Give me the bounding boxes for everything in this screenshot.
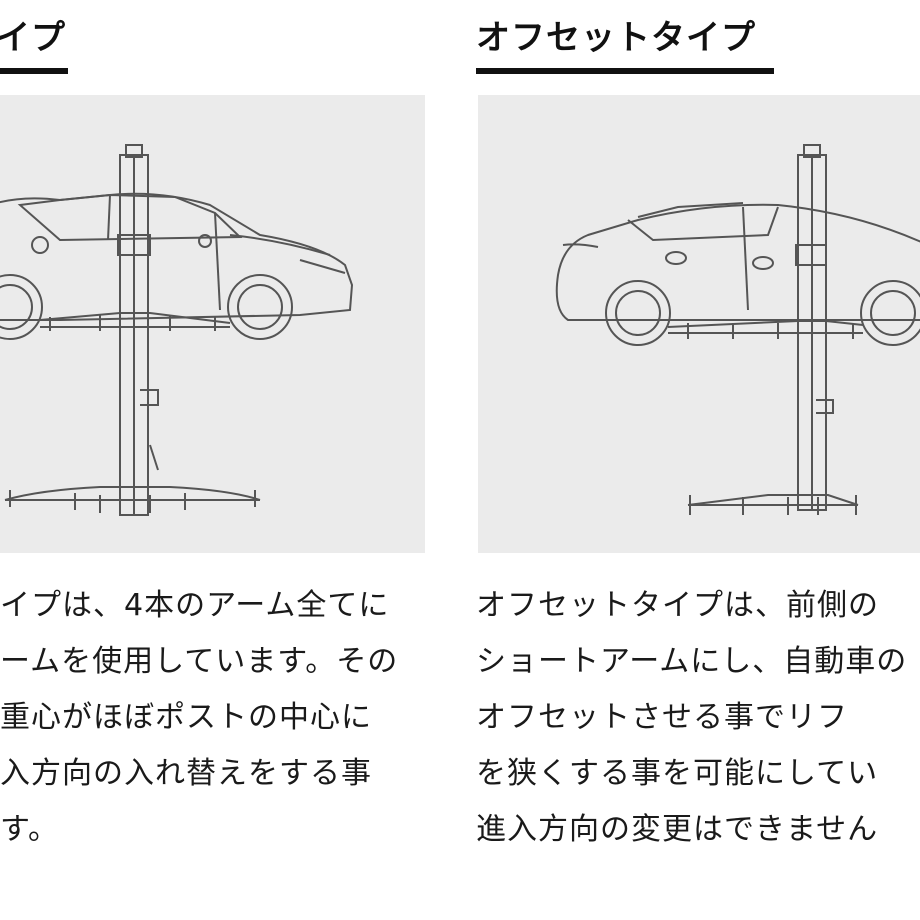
right-heading-underline bbox=[476, 68, 774, 74]
right-description: オフセットタイプは、前側の ショートアームにし、自動車の オフセットさせる事でリ… bbox=[476, 578, 920, 858]
right-line-4: を狭くする事を可能にしてい bbox=[476, 756, 879, 791]
right-line-2: ショートアームにし、自動車の bbox=[476, 644, 908, 679]
left-heading-underline bbox=[0, 68, 68, 74]
offset-car-lift-illustration bbox=[555, 144, 920, 515]
right-line-1: オフセットタイプは、前側の bbox=[476, 588, 879, 623]
left-line-3: 重心がほぼポストの中心に bbox=[0, 700, 372, 735]
left-illustration-panel bbox=[0, 95, 425, 553]
right-line-3: オフセットさせる事でリフ bbox=[476, 700, 848, 735]
left-heading: イプ bbox=[0, 18, 66, 58]
left-description: イプは、4本のアーム全てに ームを使用しています。その 重心がほぼポストの中心に… bbox=[0, 578, 425, 858]
left-line-4: 入方向の入れ替えをする事 bbox=[0, 756, 372, 791]
right-illustration-panel bbox=[478, 95, 920, 553]
left-line-2: ームを使用しています。その bbox=[0, 644, 399, 679]
left-line-1: イプは、4本のアーム全てに bbox=[0, 588, 390, 623]
right-line-5: 進入方向の変更はできません bbox=[476, 812, 879, 847]
right-heading: オフセットタイプ bbox=[476, 18, 756, 58]
left-line-5: す。 bbox=[0, 812, 59, 847]
car-lift-illustration bbox=[0, 144, 354, 516]
